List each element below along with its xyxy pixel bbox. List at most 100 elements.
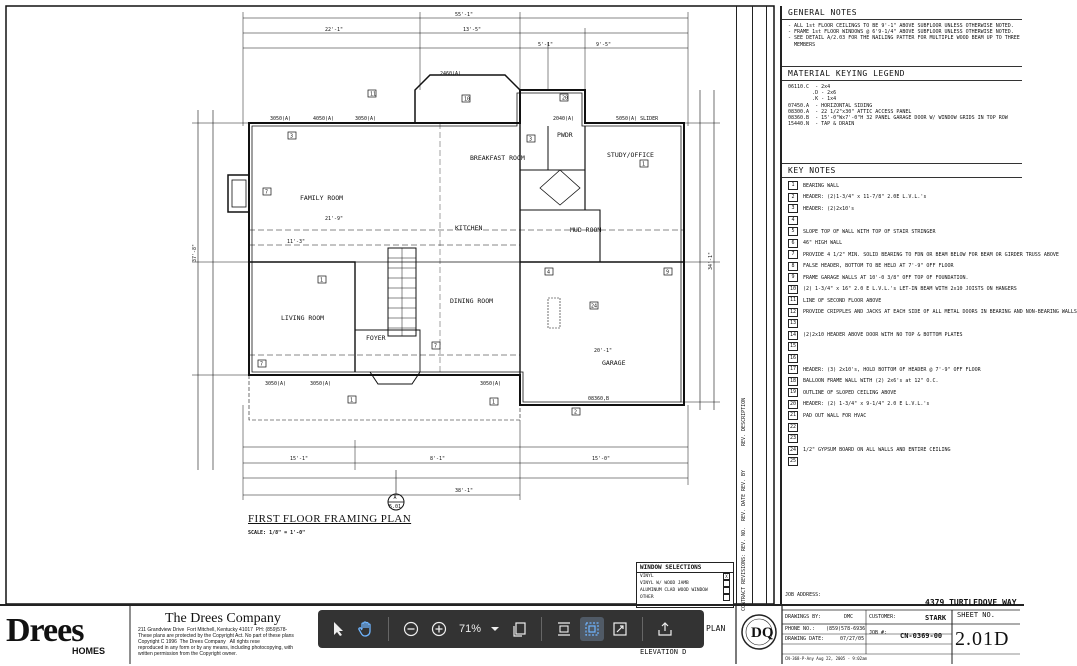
- toolbar-separator: [642, 617, 644, 641]
- room-label-pwdr: PWDR: [557, 131, 573, 139]
- copy-pages-icon: [513, 622, 526, 637]
- dim-bottom-a: 15'-1": [290, 456, 308, 462]
- window-selections-title: WINDOW SELECTIONS: [637, 563, 733, 573]
- toolbar-separator: [388, 617, 389, 641]
- cursor-arrow-icon: [334, 622, 343, 636]
- header-callout-2: 4050(A): [313, 116, 334, 122]
- key-note-text: HEADER: (2)2x10's: [803, 205, 855, 212]
- general-note-line: MEMBERS: [788, 41, 816, 48]
- svg-text:1: 1: [350, 398, 353, 404]
- room-label-breakfast-text: BREAKFAST ROOM: [470, 154, 525, 162]
- window-option-checkbox[interactable]: [723, 594, 730, 601]
- phone: (859)578-6936: [826, 626, 866, 632]
- zoom-in-button[interactable]: [427, 617, 451, 641]
- contract-revisions-label: CONTRACT REVISIONS:: [741, 553, 747, 611]
- zoom-out-icon: [403, 621, 419, 637]
- zoom-in-icon: [431, 621, 447, 637]
- job-number: CN-0369-00: [900, 632, 943, 640]
- room-label-dining: DINING ROOM: [450, 297, 493, 305]
- fit-page-icon: [585, 622, 599, 636]
- share-icon: [658, 622, 672, 636]
- window-option-checkbox[interactable]: [723, 587, 730, 594]
- key-note-text: (2) 1-3/4" x 16" 2.0 E L.V.L.'s LET-IN B…: [803, 286, 1017, 293]
- window-selection-row: OTHER: [637, 594, 733, 601]
- svg-text:11: 11: [370, 92, 376, 98]
- svg-text:9: 9: [666, 270, 669, 276]
- key-note-text: PROVIDE CRIPPLES AND JACKS AT EACH SIDE …: [803, 309, 1077, 316]
- material-legend-title: MATERIAL KEYING LEGEND: [782, 66, 1022, 81]
- job-address-label: JOB ADDRESS:: [785, 592, 822, 598]
- dim-top-c: 5'-1": [538, 42, 553, 48]
- svg-text:4: 4: [547, 270, 550, 276]
- header-callout-7: 3050(A): [265, 381, 286, 387]
- key-note-number: 11: [788, 296, 798, 306]
- key-note-text: 1/2" GYPSUM BOARD ON ALL WALLS AND ENTIR…: [803, 447, 951, 454]
- svg-text:3: 3: [529, 137, 532, 143]
- header-callout-1: 3050(A): [270, 116, 291, 122]
- key-note-row: 10(2) 1-3/4" x 16" 2.0 E L.V.L.'s LET-IN…: [782, 284, 1022, 296]
- zoom-value: 71%: [459, 623, 482, 635]
- dim-family-width: 21'-9": [325, 216, 343, 222]
- window-option-checkbox[interactable]: [723, 580, 730, 587]
- key-note-number: 3: [788, 204, 798, 214]
- svg-text:7: 7: [260, 362, 263, 368]
- dim-top-overall: 55'-1": [455, 12, 473, 18]
- key-note-text: OUTLINE OF SLOPED CEILING ABOVE: [803, 389, 897, 396]
- window-option-checkbox[interactable]: X: [723, 573, 730, 580]
- select-tool-button[interactable]: [326, 617, 350, 641]
- key-note-number: 4: [788, 215, 798, 225]
- section-marker-letter: A: [394, 495, 397, 501]
- title-block: [0, 604, 1024, 666]
- fit-width-icon: [558, 622, 571, 636]
- key-note-row: 16: [782, 353, 1022, 365]
- svg-text:1: 1: [320, 278, 323, 284]
- rev-no-label: REV. NO.: [741, 526, 747, 551]
- key-note-text: HEADER: (2) 1-3/4" x 9-1/4" 2.0 E L.V.L.…: [803, 401, 930, 408]
- fit-page-button[interactable]: [580, 617, 605, 641]
- window-selection-row: VINYL W/ WOOD JAMB: [637, 580, 733, 587]
- dim-top-b: 13'-5": [463, 27, 481, 33]
- legend-line: 08300.A - 22 1/2"x30" ATTIC ACCESS PANEL: [788, 108, 912, 115]
- dim-left-overall: 37'-8": [192, 244, 198, 262]
- general-note-line: - FRAME 1st FLOOR WINDOWS @ 6'9-1/4" ABO…: [788, 29, 1014, 36]
- general-notes-title: GENERAL NOTES: [782, 6, 1022, 20]
- actual-size-button[interactable]: [608, 617, 632, 641]
- share-button[interactable]: [653, 617, 677, 641]
- key-note-row: 22: [782, 422, 1022, 434]
- zoom-select[interactable]: 71%: [453, 623, 505, 635]
- room-label-mud: MUD ROOM: [570, 226, 601, 234]
- legend-line: .D - 2x6: [788, 90, 837, 97]
- key-note-row: 13: [782, 318, 1022, 330]
- dim-bottom-overall: 38'-1": [455, 488, 473, 494]
- key-note-number: 23: [788, 434, 798, 444]
- key-note-number: 7: [788, 250, 798, 260]
- key-note-number: 16: [788, 353, 798, 363]
- dim-bottom-c: 15'-0": [592, 456, 610, 462]
- key-note-row: 20 HEADER: (2) 1-3/4" x 9-1/4" 2.0 E L.V.…: [782, 399, 1022, 411]
- viewer-toolbar: 71%: [318, 610, 704, 648]
- pan-tool-button[interactable]: [354, 617, 378, 641]
- page-view-button[interactable]: [507, 617, 531, 641]
- key-note-row: 23: [782, 433, 1022, 445]
- key-note-number: 8: [788, 261, 798, 271]
- drawings-by-label: DRAWINGS BY:: [785, 614, 822, 620]
- svg-text:1: 1: [492, 400, 495, 406]
- dim-right-overall: 34'-1": [708, 252, 714, 270]
- revision-strip-1: REV. DESCRIPTION REV. BY REV. DATE REV. …: [736, 6, 753, 611]
- expand-icon: [613, 622, 627, 636]
- fit-width-button[interactable]: [552, 617, 576, 641]
- zoom-out-button[interactable]: [399, 617, 423, 641]
- window-option-label: VINYL W/ WOOD JAMB: [640, 581, 689, 586]
- rev-description-label: REV. DESCRIPTION: [741, 397, 747, 446]
- key-note-number: 20: [788, 399, 798, 409]
- svg-text:20: 20: [562, 96, 568, 102]
